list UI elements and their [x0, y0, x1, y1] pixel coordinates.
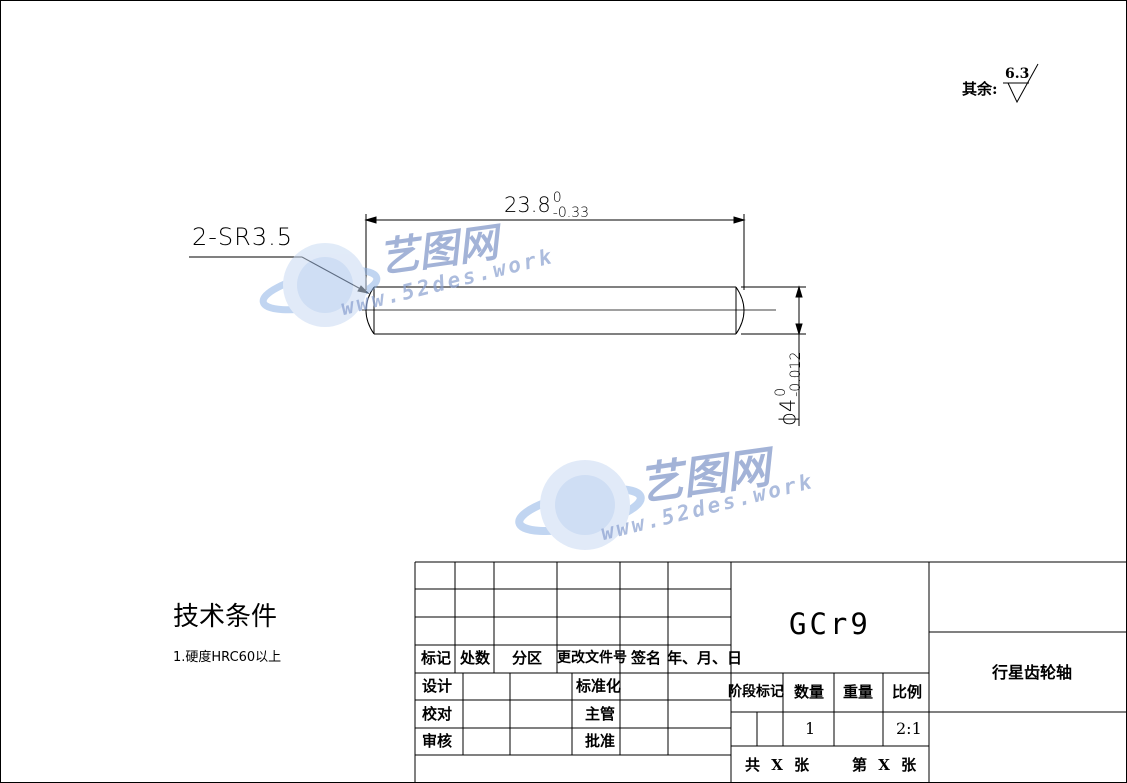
header-weight: 重量	[843, 683, 874, 701]
row-approval: 批准	[585, 732, 616, 750]
sheets-total: 共 X 张	[745, 756, 810, 774]
roughness-label: 其余:	[962, 80, 998, 98]
row-review: 审核	[422, 732, 453, 750]
header-mark: 标记	[421, 649, 452, 667]
length-base: 23.8	[504, 193, 551, 217]
roughness-symbol	[1003, 63, 1039, 104]
header-change-doc: 更改文件号	[557, 650, 627, 666]
scale-value: 2:1	[896, 719, 922, 738]
header-zone: 分区	[512, 649, 543, 667]
diameter-base: ϕ4	[776, 398, 800, 426]
diameter-dimension-lines	[795, 285, 803, 426]
row-standardization: 标准化	[576, 677, 622, 695]
row-check: 校对	[422, 705, 453, 723]
watermark-globe-icon	[515, 460, 645, 550]
watermark-globe-icon	[259, 243, 381, 327]
quantity-value: 1	[805, 719, 816, 738]
tech-condition-item: 1.硬度HRC60以上	[173, 650, 282, 665]
header-stage-mark: 阶段标记	[728, 684, 784, 700]
pin-outline	[365, 286, 806, 335]
length-dimension-lines	[364, 214, 746, 290]
header-date: 年、月、日	[667, 649, 743, 667]
header-quantity: 数量	[794, 683, 825, 701]
part-name: 行星齿轮轴	[992, 663, 1073, 682]
tech-conditions-title: 技术条件	[173, 602, 278, 632]
sheet-number: 第 X 张	[852, 756, 917, 774]
roughness-value: 6.3	[1005, 66, 1030, 82]
diameter-lower-tolerance: -0.012	[788, 351, 804, 397]
header-signature: 签名	[631, 649, 662, 667]
title-block-grid	[414, 561, 1127, 783]
length-upper-tolerance: 0	[552, 190, 562, 206]
header-scale: 比例	[892, 683, 923, 701]
diameter-upper-tolerance: 0	[773, 387, 789, 397]
row-design: 设计	[422, 677, 453, 695]
length-lower-tolerance: -0.33	[552, 205, 589, 221]
radius-dimension: 2-SR3.5	[192, 223, 294, 251]
row-supervisor: 主管	[585, 705, 616, 723]
material: GCr9	[789, 607, 871, 641]
header-count: 处数	[460, 649, 491, 667]
